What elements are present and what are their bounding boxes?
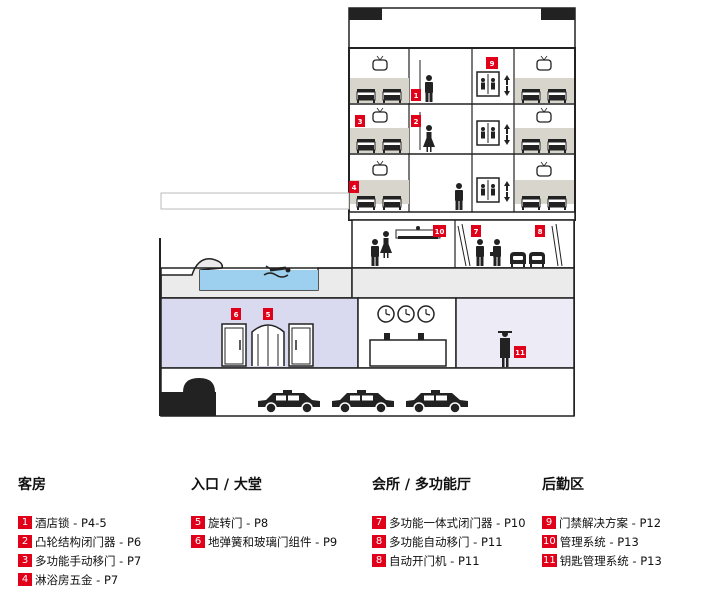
glass-door-right [288, 323, 314, 367]
club-doors [457, 223, 563, 267]
rooftop-unit-left [349, 8, 382, 20]
marker-2: 2 [411, 115, 421, 127]
marker-9: 9 [486, 57, 498, 69]
marker-1: 1 [411, 89, 421, 101]
svg-text:11: 11 [515, 349, 525, 357]
legend-number-badge: 11 [542, 554, 557, 567]
legend-item-label: 管理系统 - P13 [559, 534, 639, 549]
svg-text:10: 10 [435, 228, 445, 236]
legend-number-badge: 2 [18, 535, 32, 548]
legend-item-label: 地弹簧和玻璃门组件 - P9 [208, 534, 338, 549]
legend-back-title: 后勤区 [542, 477, 584, 493]
marker-5: 5 [263, 308, 273, 320]
marker-6: 6 [231, 308, 241, 320]
marker-4: 4 [349, 181, 359, 193]
svg-text:6: 6 [234, 311, 239, 319]
revolving-door [251, 324, 285, 366]
legend-item-label: 自动开门机 - P11 [389, 553, 480, 568]
legend-number-badge: 1 [18, 516, 32, 529]
svg-text:7: 7 [474, 228, 479, 236]
legend-item-label: 多功能手动移门 - P7 [35, 553, 142, 568]
svg-text:8: 8 [538, 228, 543, 236]
legend-item-label: 门禁解决方案 - P12 [559, 515, 662, 530]
legend-item-label: 旋转门 - P8 [208, 515, 269, 530]
svg-text:4: 4 [352, 184, 357, 192]
legend-club-title: 会所 / 多功能厅 [372, 477, 471, 493]
svg-text:2: 2 [414, 118, 419, 126]
hotel-cross-section-diagram: 1 2 3 4 5 6 7 8 9 10 11 [159, 7, 576, 417]
legend-number-badge: 5 [191, 516, 205, 529]
entrance-canopy [160, 192, 350, 210]
legend-lobby-title: 入口 / 大堂 [191, 477, 262, 493]
legend-item-label: 淋浴房五金 - P7 [35, 572, 119, 587]
svg-text:9: 9 [490, 60, 495, 68]
svg-text:1: 1 [414, 92, 419, 100]
legend-item-label: 酒店锁 - P4-5 [35, 515, 107, 530]
marker-3: 3 [355, 115, 365, 127]
legend-number-badge: 4 [18, 573, 32, 586]
marker-8: 8 [535, 225, 545, 237]
legend-number-badge: 8 [372, 535, 386, 548]
marker-10: 10 [433, 225, 446, 237]
legend-item-label: 凸轮结构闭门器 - P6 [35, 534, 142, 549]
legend-number-badge: 8 [372, 554, 386, 567]
key-management-staff [498, 331, 512, 367]
parking-level [160, 367, 575, 417]
rooftop-parapet [348, 7, 576, 49]
svg-text:5: 5 [266, 311, 271, 319]
guest-room-left-floor3 [350, 55, 409, 104]
guest-room-right-floor2 [515, 107, 574, 154]
legend-number-badge: 6 [191, 535, 205, 548]
pool-area [160, 258, 353, 299]
legend-number-badge: 10 [542, 535, 557, 548]
legend-rooms-title: 客房 [18, 477, 46, 493]
svg-text:3: 3 [358, 118, 363, 126]
guest-room-right-floor1 [515, 161, 574, 211]
legend-item-label: 多功能一体式闭门器 - P10 [389, 515, 526, 530]
reception-desk [369, 305, 447, 367]
legend-number-badge: 7 [372, 516, 386, 529]
legend-number-badge: 9 [542, 516, 556, 529]
guest-room-right-floor3 [515, 55, 574, 104]
ramp-arch [161, 378, 216, 416]
rooftop-unit-right [541, 8, 575, 20]
marker-11: 11 [514, 346, 526, 358]
legend-item-label: 多功能自动移门 - P11 [389, 534, 503, 549]
legend-number-badge: 3 [18, 554, 32, 567]
legend-item-label: 钥匙管理系统 - P13 [559, 553, 662, 568]
guest-room-left-floor2 [350, 107, 409, 154]
guest-room-left-floor1 [350, 160, 409, 211]
marker-7: 7 [471, 225, 481, 237]
glass-door-left [221, 323, 247, 367]
